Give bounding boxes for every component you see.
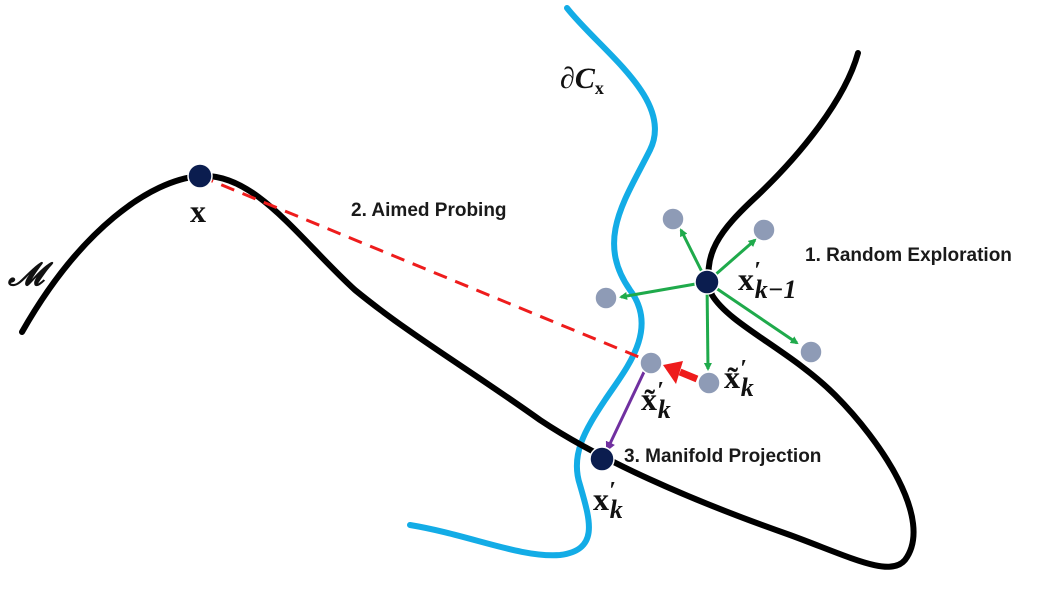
new-iterate-label: x′k xyxy=(593,478,623,524)
candidate-right-sub: k xyxy=(741,373,754,402)
step-projection-label: 3. Manifold Projection xyxy=(624,446,821,467)
aimed-probing-line xyxy=(199,174,652,364)
exploration-arrow-down xyxy=(703,281,712,371)
candidate-left-sub: k xyxy=(658,395,671,424)
candidate-points xyxy=(594,207,823,395)
x-label: x xyxy=(190,193,206,229)
candidate-point-probed xyxy=(639,351,663,375)
step-aimed-label: 2. Aimed Probing xyxy=(351,200,507,221)
boundary-subscript: x xyxy=(595,78,604,98)
candidate-right-base: x̃ xyxy=(724,359,740,395)
new-iterate-prime: ′ xyxy=(609,478,616,504)
candidate-point-upright xyxy=(752,218,776,242)
candidate-left-prime: ′ xyxy=(657,378,664,404)
point-new-iterate xyxy=(589,446,615,472)
manifold-label: 𝓜 xyxy=(7,256,54,292)
projection-arrow xyxy=(605,371,646,452)
manifold-curve xyxy=(19,50,917,570)
candidate-left-base: x̃ xyxy=(641,381,657,417)
point-x xyxy=(187,163,213,189)
new-iterate-sub: k xyxy=(610,495,623,524)
candidate-right-prime: ′ xyxy=(740,356,747,382)
prev-iterate-base: x xyxy=(738,261,754,297)
prev-iterate-label: x′k−1 xyxy=(738,258,797,304)
candidate-left-label: x̃′k xyxy=(641,378,671,424)
candidate-point-left xyxy=(594,286,618,310)
candidate-point-downright xyxy=(799,340,823,364)
candidate-point-up xyxy=(661,207,685,231)
iterate-points xyxy=(187,163,720,472)
decision-boundary-curve xyxy=(407,5,658,559)
step-random-label: 1. Random Exploration xyxy=(805,245,1012,266)
exploration-arrow-left xyxy=(619,280,708,300)
new-iterate-base: x xyxy=(593,481,609,517)
boundary-symbol: ∂C xyxy=(560,62,596,95)
boundary-label: ∂Cx xyxy=(560,62,604,98)
aimed-step-arrow xyxy=(663,361,699,384)
candidate-point-down xyxy=(697,371,721,395)
exploration-arrow-downright xyxy=(706,280,799,345)
candidate-right-label: x̃′k xyxy=(724,356,754,402)
prev-iterate-prime: ′ xyxy=(754,258,761,284)
point-prev-iterate xyxy=(694,269,720,295)
prev-iterate-sub: k−1 xyxy=(755,275,797,304)
